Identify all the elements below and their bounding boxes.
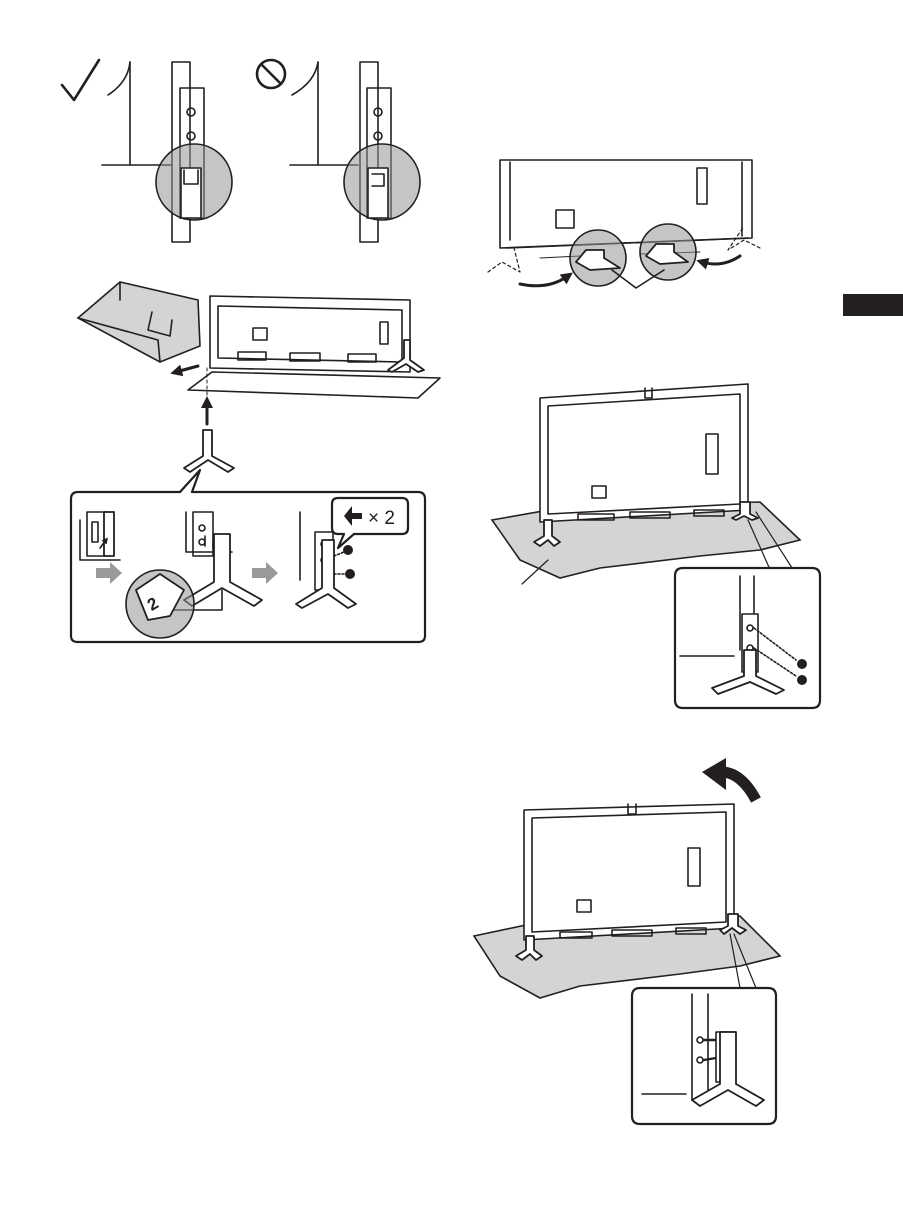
figure-screw-stand <box>492 384 820 708</box>
figure-incorrect-orientation <box>257 60 420 242</box>
prohibited-icon <box>257 60 285 88</box>
figure-correct-orientation <box>62 60 232 242</box>
figure-attach-stand: 2 × 2 <box>71 282 440 642</box>
figure-rotate-stands <box>488 160 760 288</box>
figure-lift-tv <box>474 758 780 1124</box>
check-icon <box>62 60 99 100</box>
language-tab <box>843 294 903 316</box>
screw-quantity: × 2 <box>368 508 395 529</box>
